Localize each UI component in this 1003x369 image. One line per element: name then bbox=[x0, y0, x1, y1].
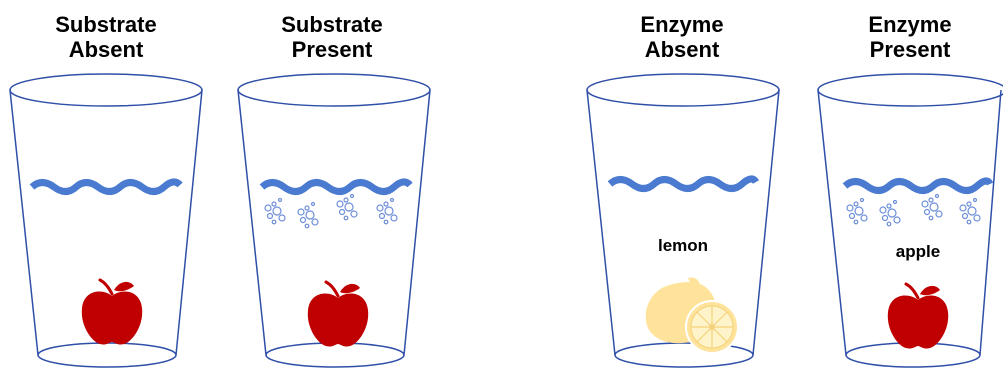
water-line bbox=[262, 182, 410, 192]
panel-title-enzyme-present: Enzyme Present bbox=[820, 12, 1000, 62]
cup-enzyme-absent bbox=[587, 74, 779, 367]
title-line-1: Enzyme bbox=[592, 12, 772, 37]
title-line-2: Present bbox=[242, 37, 422, 62]
apple-icon bbox=[888, 284, 948, 349]
water-line bbox=[610, 179, 756, 189]
lemon-icon bbox=[646, 277, 738, 353]
fruit-label-lemon: lemon bbox=[623, 236, 743, 256]
panel-title-substrate-absent: Substrate Absent bbox=[16, 12, 196, 62]
bubbles bbox=[265, 195, 397, 228]
bubbles bbox=[847, 195, 980, 226]
cup-substrate-present bbox=[238, 74, 430, 367]
title-line-1: Enzyme bbox=[820, 12, 1000, 37]
title-line-2: Absent bbox=[16, 37, 196, 62]
apple-icon bbox=[82, 280, 142, 345]
water-line bbox=[845, 181, 990, 191]
title-line-2: Present bbox=[820, 37, 1000, 62]
title-line-1: Substrate bbox=[242, 12, 422, 37]
panel-title-substrate-present: Substrate Present bbox=[242, 12, 422, 62]
cup-substrate-absent bbox=[10, 74, 202, 367]
water-line bbox=[32, 182, 180, 192]
title-line-1: Substrate bbox=[16, 12, 196, 37]
cup-enzyme-present bbox=[818, 74, 1003, 367]
panel-title-enzyme-absent: Enzyme Absent bbox=[592, 12, 772, 62]
fruit-label-apple: apple bbox=[858, 242, 978, 262]
apple-icon bbox=[308, 282, 368, 347]
title-line-2: Absent bbox=[592, 37, 772, 62]
